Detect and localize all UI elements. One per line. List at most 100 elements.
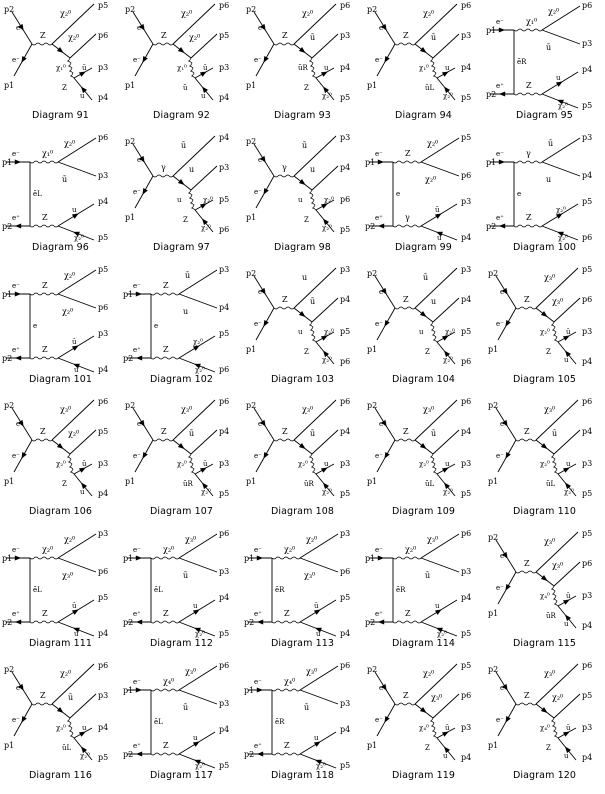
particle-label: ũL	[62, 744, 72, 752]
arrow-icon	[315, 627, 322, 633]
arrow-icon	[540, 575, 548, 581]
particle-label: χ₂⁰	[64, 139, 75, 148]
momentum-label: p6	[340, 397, 350, 406]
momentum-label: p5	[582, 691, 592, 700]
arrow-icon	[14, 291, 22, 297]
particle-label: u	[193, 734, 198, 742]
particle-label: ū	[181, 141, 186, 150]
particle-label: e⁻	[379, 288, 387, 296]
momentum-label: p2	[123, 750, 133, 759]
outgoing-line	[51, 3, 95, 45]
particle-label: ū	[310, 429, 315, 438]
momentum-label: p3	[340, 529, 350, 538]
outgoing-line	[541, 137, 581, 163]
boson-line	[31, 438, 53, 442]
boson-line	[150, 292, 180, 296]
particle-label: ū	[310, 297, 315, 306]
boson-line	[273, 438, 295, 442]
particle-label: e⁻	[254, 56, 262, 64]
particle-label: u	[564, 620, 569, 628]
arrow-icon	[562, 599, 570, 605]
arrow-icon	[381, 683, 387, 691]
arrow-icon	[320, 203, 328, 209]
particle-label: ū	[546, 43, 551, 52]
momentum-label: p3	[582, 591, 592, 600]
momentum-label: p6	[98, 661, 108, 670]
arrow-icon	[313, 741, 321, 747]
arrow-icon	[381, 419, 387, 427]
particle-label: e⁻	[496, 584, 504, 592]
momentum-label: p2	[244, 750, 254, 759]
particle-label: χ₃⁰	[60, 405, 71, 414]
momentum-label: p5	[461, 133, 471, 142]
momentum-label: p3	[461, 31, 471, 40]
arrow-icon	[71, 609, 79, 615]
momentum-label: p6	[582, 559, 592, 568]
momentum-label: p1	[125, 477, 135, 486]
arrow-icon	[14, 355, 22, 361]
particle-label: e⁻	[258, 156, 266, 164]
momentum-label: p5	[461, 489, 471, 498]
momentum-label: p1	[367, 345, 377, 354]
arrow-icon	[18, 683, 24, 691]
boson-label: χ₂⁰	[284, 545, 295, 554]
momentum-label: p1	[367, 81, 377, 90]
particle-label: u	[546, 175, 551, 184]
diagram-caption: Diagram 92	[153, 110, 210, 121]
momentum-label: p1	[486, 26, 496, 35]
momentum-label: p1	[125, 81, 135, 90]
boson-line	[513, 224, 543, 228]
particle-label: e⁺	[133, 742, 141, 750]
arrow-icon	[298, 311, 306, 317]
particle-label: χ₂⁰	[423, 9, 434, 18]
momentum-label: p1	[2, 290, 12, 299]
momentum-label: p2	[4, 401, 14, 410]
particle-label: e⁻	[375, 716, 383, 724]
arrow-icon	[14, 555, 22, 561]
arrow-icon	[441, 731, 449, 737]
particle-label: χ₃⁰	[423, 405, 434, 414]
particle-label: χ₂⁰	[298, 460, 308, 468]
outgoing-line	[420, 533, 460, 559]
arrow-icon	[142, 55, 148, 63]
boson-label: Z	[403, 31, 409, 40]
particle-label: e⁻	[12, 546, 20, 554]
particle-label: Z	[546, 348, 551, 356]
momentum-label: p1	[488, 741, 498, 750]
outgoing-line	[172, 399, 216, 441]
particle-label: Z	[304, 216, 309, 224]
z-boson-line	[309, 189, 317, 211]
boson-line	[29, 224, 59, 228]
diagram-caption: Diagram 117	[149, 770, 214, 781]
arrow-icon	[135, 751, 143, 757]
outgoing-line	[69, 693, 97, 719]
particle-label: u	[298, 328, 303, 336]
arrow-icon	[441, 467, 449, 473]
particle-label: ū	[203, 64, 208, 72]
boson-label: Z	[524, 559, 530, 568]
arrow-icon	[80, 482, 88, 490]
particle-label: Z	[62, 84, 67, 92]
particle-label: ū	[552, 429, 557, 438]
arrow-icon	[199, 467, 207, 473]
momentum-label: p5	[219, 489, 229, 498]
momentum-label: p5	[98, 593, 108, 602]
boson-line	[29, 556, 59, 560]
momentum-label: p4	[98, 93, 108, 102]
momentum-label: p3	[98, 63, 108, 72]
outgoing-line	[293, 3, 337, 45]
outgoing-line	[311, 297, 339, 323]
particle-label: ẽL	[33, 190, 42, 198]
arrow-icon	[441, 335, 449, 341]
momentum-label: p3	[98, 329, 108, 338]
momentum-label: p3	[582, 39, 592, 48]
momentum-label: p5	[582, 265, 592, 274]
arrow-icon	[320, 71, 328, 77]
momentum-label: p5	[340, 593, 350, 602]
arrow-icon	[555, 81, 563, 87]
